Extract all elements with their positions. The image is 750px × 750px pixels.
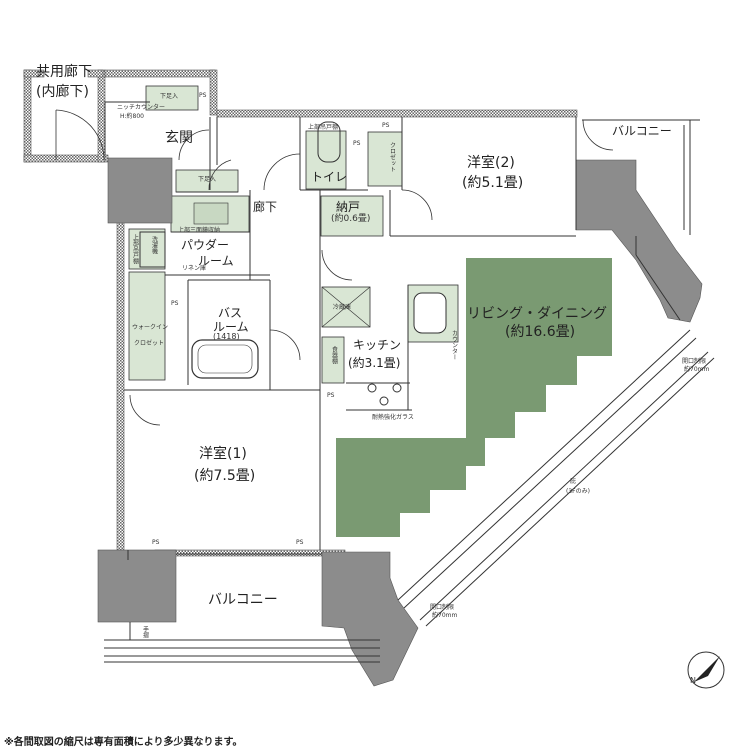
fridge-label: 冷蔵庫 bbox=[333, 304, 352, 311]
glass-label: 耐熱強化ガラス bbox=[372, 414, 414, 421]
kitchen-sink bbox=[413, 292, 447, 334]
north-label: N bbox=[690, 676, 696, 685]
counter-label: カウンター bbox=[450, 330, 458, 360]
eave-label: 庇 bbox=[570, 478, 577, 485]
stove bbox=[367, 383, 402, 406]
columns bbox=[97, 157, 703, 687]
ps-label-4: PS bbox=[171, 300, 179, 307]
kitchen-size-label: (約3.1畳) bbox=[348, 356, 401, 370]
storage-zones bbox=[128, 85, 459, 384]
powder2-label: ルーム bbox=[198, 254, 234, 268]
bath-label: バス bbox=[218, 306, 243, 320]
handrail-label: 手摺 bbox=[141, 626, 149, 638]
living-label: リビング・ダイニング bbox=[467, 306, 607, 322]
walkin-label: ウォークイン bbox=[132, 324, 169, 331]
balcony-top-label: バルコニー bbox=[612, 124, 672, 138]
opening2-label: 開口制限 bbox=[430, 604, 455, 611]
bathtub bbox=[191, 339, 259, 379]
balcony-bottom-label: バルコニー bbox=[208, 592, 278, 608]
linen-label: リネン庫 bbox=[182, 265, 207, 272]
storage-label: 納戸 bbox=[336, 200, 361, 214]
ps-label-3: PS bbox=[353, 140, 361, 147]
eave-note-label: (3Fのみ) bbox=[566, 488, 590, 495]
inner-corridor-label: (内廊下) bbox=[36, 84, 89, 100]
north-compass bbox=[687, 651, 725, 689]
bath2-label: ルーム bbox=[213, 320, 249, 334]
western2-size-label: (約5.1畳) bbox=[462, 175, 524, 191]
opening2b-label: 約70mm bbox=[432, 612, 458, 619]
entrance-label: 玄関 bbox=[165, 130, 193, 146]
footnote: ※各間取図の縮尺は専有面積により多少異なります。 bbox=[4, 737, 243, 748]
opening1b-label: 約70mm bbox=[684, 366, 710, 373]
shoe-box-label-2: 下足入 bbox=[198, 176, 217, 183]
niche-counter-label: ニッチカウンター bbox=[117, 104, 166, 111]
hallway-label: 廊下 bbox=[253, 200, 278, 214]
ps-label-6: PS bbox=[152, 539, 160, 546]
door-swings bbox=[55, 109, 614, 426]
niche-height-label: H:約800 bbox=[120, 113, 144, 120]
powder-label: パウダー bbox=[181, 238, 230, 252]
ps-label-2: PS bbox=[382, 122, 390, 129]
kitchen-label: キッチン bbox=[353, 338, 402, 352]
western1-size-label: (約7.5畳) bbox=[194, 468, 256, 484]
common-corridor-label: 共用廊下 bbox=[36, 64, 92, 80]
closet-label: クロゼット bbox=[388, 142, 396, 172]
toilet-label: トイレ bbox=[311, 170, 348, 184]
cupboard-label: 食器棚 bbox=[330, 346, 338, 364]
western2-label: 洋室(2) bbox=[467, 155, 515, 171]
ps-label-7: PS bbox=[296, 539, 304, 546]
interior-lines bbox=[104, 101, 715, 663]
western1-label: 洋室(1) bbox=[199, 446, 247, 462]
bath-size-label: (1418) bbox=[213, 332, 240, 341]
opening1-label: 開口制限 bbox=[682, 358, 707, 365]
upper-3tier-label: 上部三面鏡収納 bbox=[178, 227, 221, 234]
shoe-box-label-1: 下足入 bbox=[160, 93, 179, 100]
ps-label-1: PS bbox=[199, 92, 207, 99]
walkin2-label: クロゼット bbox=[134, 340, 165, 347]
upper-shelf-label: 上部吊戸棚 bbox=[131, 234, 139, 264]
storage-size-label: (約0.6畳) bbox=[331, 214, 371, 224]
outer-walls bbox=[23, 69, 578, 557]
living-size-label: (約16.6畳) bbox=[505, 324, 576, 340]
upper-cabinet-label: 上部吊戸棚 bbox=[308, 124, 339, 131]
living-floor bbox=[336, 258, 612, 537]
laundry-label: 洗濯機 bbox=[150, 236, 158, 254]
ps-label-5: PS bbox=[327, 392, 335, 399]
